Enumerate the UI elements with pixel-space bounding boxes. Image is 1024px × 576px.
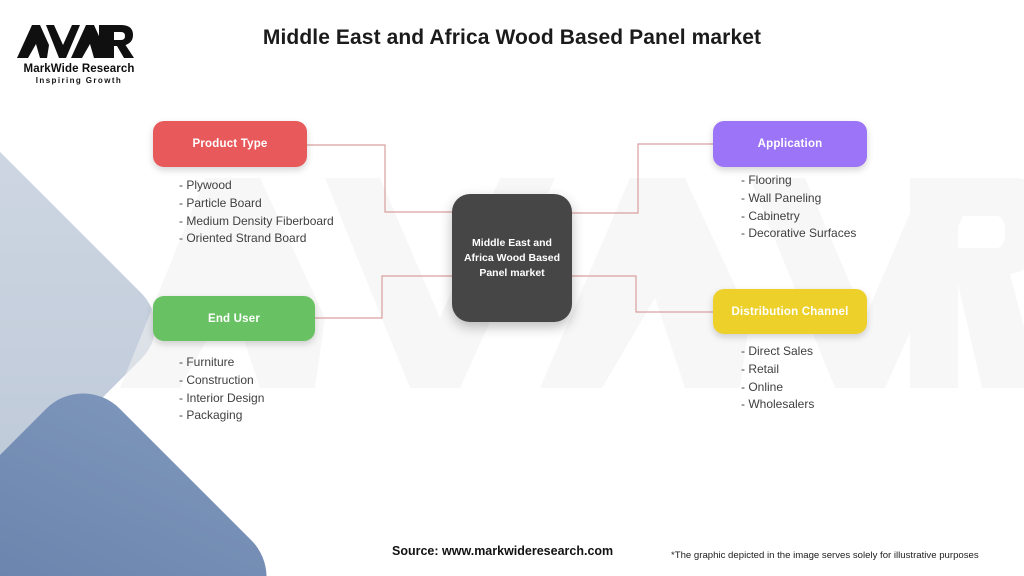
- node-product-type-label: Product Type: [192, 138, 268, 150]
- list-item: - Plywood: [179, 178, 232, 192]
- list-application: - Flooring - Wall Paneling - Cabinetry -…: [741, 172, 856, 243]
- node-distribution-channel-label: Distribution Channel: [731, 305, 849, 318]
- node-center-market[interactable]: Middle East and Africa Wood Based Panel …: [452, 194, 572, 322]
- node-end-user-label: End User: [207, 312, 261, 325]
- connector-application: [572, 143, 713, 214]
- list-item: - Direct Sales: [741, 344, 814, 358]
- list-product-type: - Plywood - Particle Board - Medium Dens…: [179, 177, 334, 248]
- list-item: - Wholesalers: [741, 397, 815, 412]
- list-item: - Cabinetry: [741, 208, 800, 223]
- list-item: - Interior Design: [179, 390, 265, 405]
- connector-end-user: [315, 275, 452, 319]
- node-distribution-channel[interactable]: Distribution Channel: [713, 289, 867, 334]
- page-title: Middle East and Africa Wood Based Panel …: [262, 26, 762, 49]
- list-item: - Oriented Strand Board: [179, 231, 307, 246]
- logo-tagline: Inspiring Growth: [35, 76, 123, 85]
- list-item: - Online: [741, 379, 784, 394]
- list-item: - Furniture: [179, 355, 235, 369]
- logo: MarkWide Research Inspiring Growth: [16, 22, 142, 85]
- disclaimer-note: *The graphic depicted in the image serve…: [671, 550, 979, 561]
- list-end-user: - Furniture - Construction - Interior De…: [179, 354, 264, 425]
- list-item: - Decorative Surfaces: [741, 226, 857, 241]
- list-distribution-channel: - Direct Sales - Retail - Online - Whole…: [741, 343, 814, 414]
- list-item: - Particle Board: [179, 195, 262, 210]
- node-application-label: Application: [757, 138, 823, 150]
- list-item: - Medium Density Fiberboard: [179, 213, 334, 228]
- list-item: - Flooring: [741, 173, 792, 187]
- list-item: - Construction: [179, 372, 254, 387]
- logo-name: MarkWide Research: [23, 63, 135, 75]
- list-item: - Wall Paneling: [741, 190, 822, 205]
- node-end-user[interactable]: End User: [153, 296, 315, 341]
- list-item: - Retail: [741, 361, 780, 376]
- connector-distribution-channel: [572, 275, 713, 313]
- node-product-type[interactable]: Product Type: [153, 121, 307, 167]
- source-label: Source: www.markwideresearch.com: [392, 544, 614, 558]
- node-center-label: Middle East and Africa Wood Based Panel …: [463, 236, 561, 279]
- connector-product-type: [307, 144, 452, 213]
- logo-mwr-mark: [17, 25, 134, 58]
- list-item: - Packaging: [179, 408, 243, 423]
- node-application[interactable]: Application: [713, 121, 867, 167]
